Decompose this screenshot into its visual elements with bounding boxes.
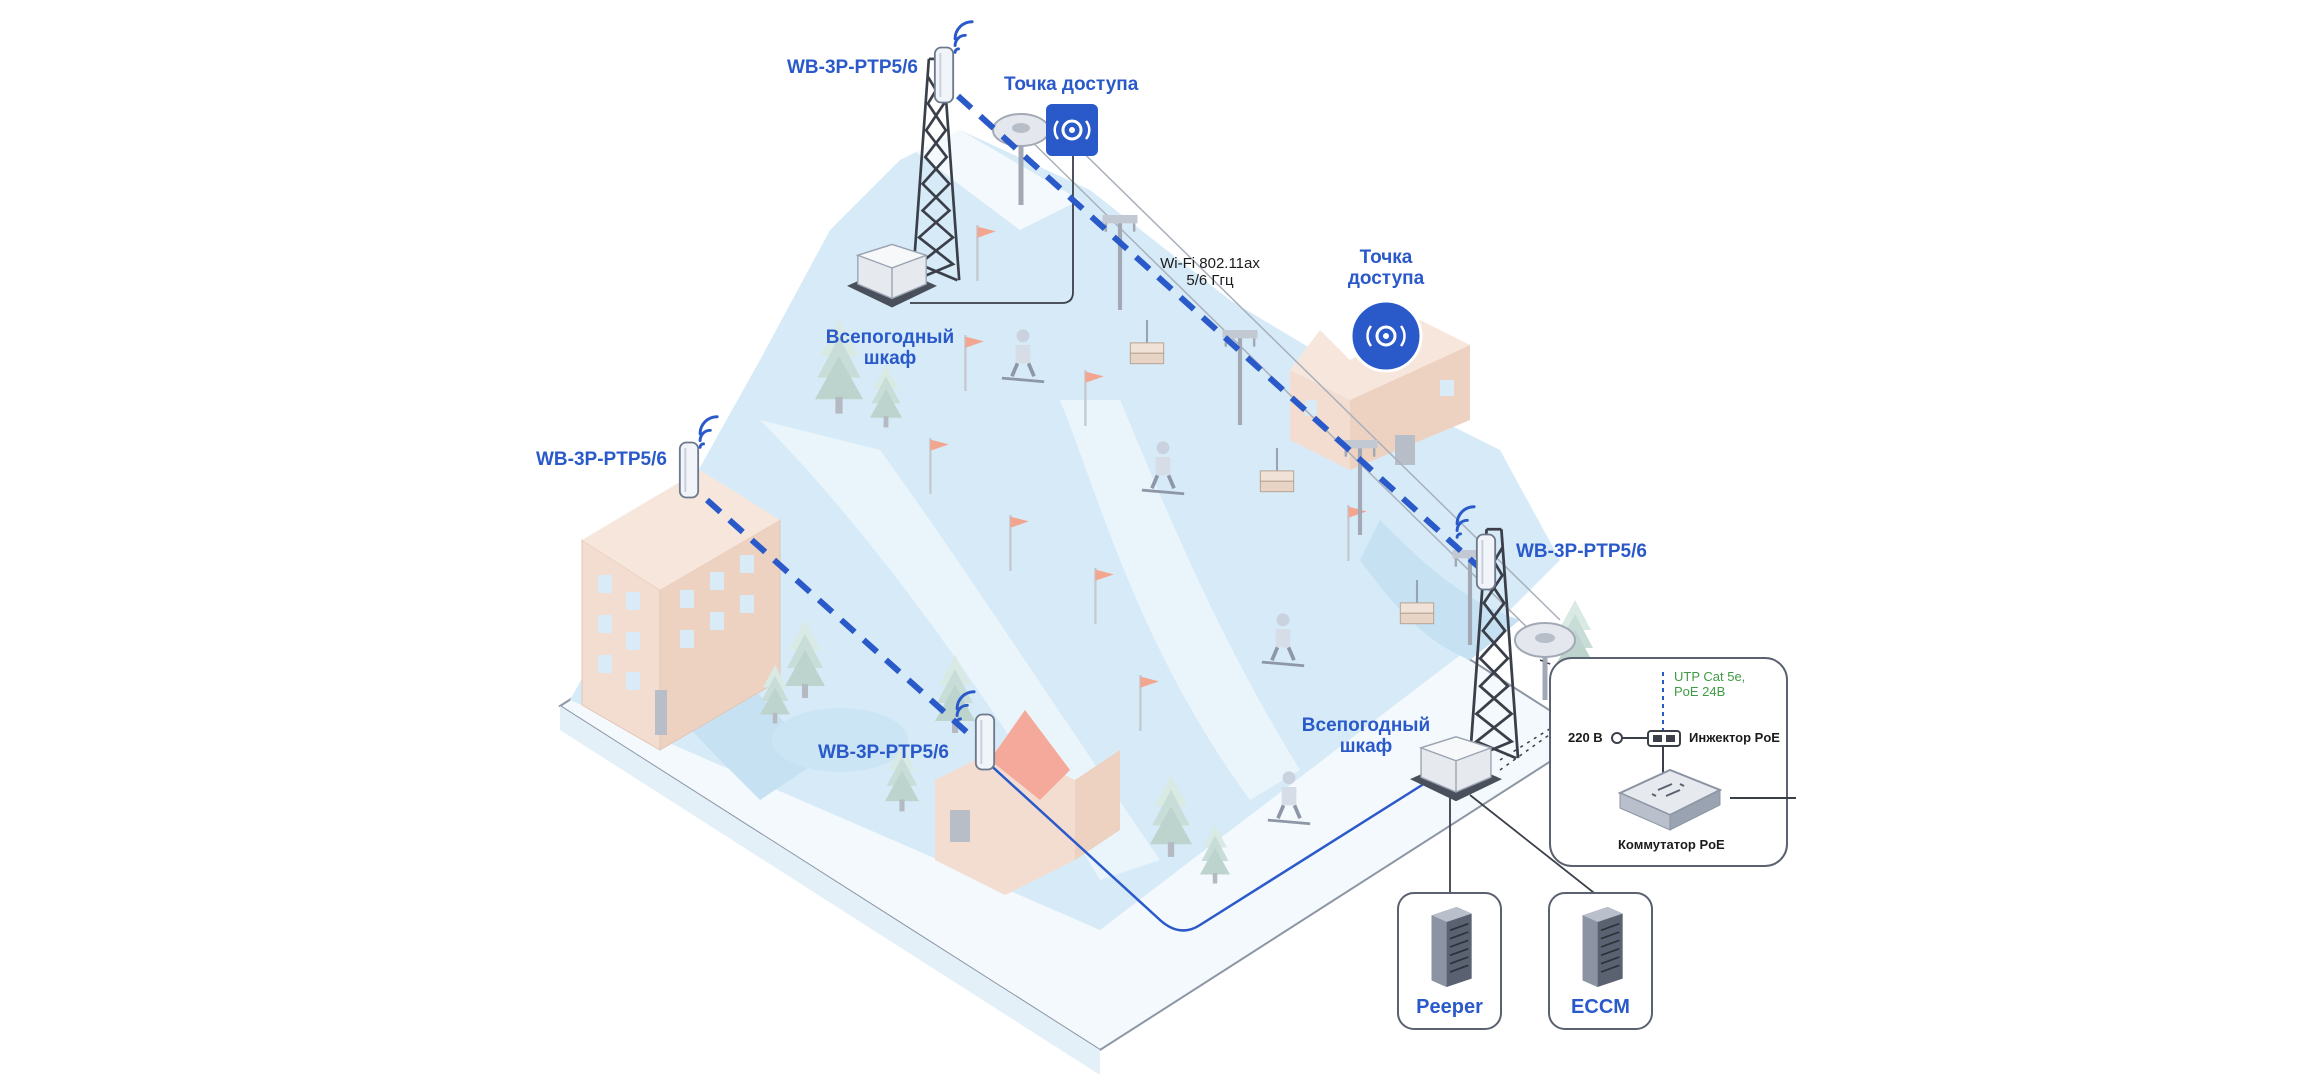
wifi-signal-icon — [953, 20, 974, 54]
ptp-radio-icon — [1475, 533, 1497, 591]
cable-spec-line1: UTP Cat 5e, — [1674, 669, 1746, 684]
wifi-standard-label: Wi-Fi 802.11ax 5/6 Ггц — [1150, 255, 1270, 290]
access-point-label-right: Точка доступа — [1336, 247, 1436, 290]
access-point-line2: доступа — [1347, 268, 1425, 290]
lodge-building — [935, 710, 1120, 895]
poe-switch-icon — [1617, 768, 1723, 831]
dish-antennas — [992, 113, 1576, 700]
access-point-label-top: Точка доступа — [1004, 74, 1139, 95]
apartment-building — [581, 470, 781, 751]
ptp-radio-icon — [933, 46, 955, 104]
wifi-band-line2: 5/6 Ггц — [1186, 271, 1234, 289]
server-icon — [1581, 906, 1624, 988]
access-point-line1: Точка — [1359, 247, 1413, 268]
cable-spec-line2: PoE 24В — [1674, 683, 1726, 699]
cabinet-bottom-line1: Всепогодный — [1301, 715, 1431, 736]
ptp-radio-icon — [678, 441, 700, 499]
voltage-label: 220 В — [1568, 730, 1603, 745]
cabinet-label-bottom: Всепогодный шкаф — [1296, 715, 1436, 758]
cabinet-label-top: Всепогодный шкаф — [820, 327, 960, 370]
injector-label: Инжектор PoE — [1689, 730, 1780, 745]
server-icon — [1430, 906, 1473, 988]
server-label-peeper: Peeper — [1416, 996, 1483, 1018]
poe-injector-icon — [1647, 730, 1681, 747]
equipment-box — [1549, 657, 1796, 867]
access-point-icon — [1349, 299, 1423, 373]
cabinet-top-line1: Всепогодный — [825, 327, 955, 348]
device-label-bottom: WB-3P-PTP5/6 — [818, 742, 949, 763]
wifi-standard-line1: Wi-Fi 802.11ax — [1160, 255, 1260, 272]
cabinet-bottom-line2: шкаф — [1339, 736, 1393, 758]
cable-spec-label: UTP Cat 5e, PoE 24В — [1674, 669, 1746, 699]
device-label-left: WB-3P-PTP5/6 — [536, 449, 667, 470]
switch-label: Коммутатор PoE — [1618, 837, 1725, 852]
access-point-icon — [1046, 104, 1098, 156]
server-label-eccm: ECCM — [1571, 996, 1630, 1018]
pond — [772, 708, 908, 772]
cabinet-top-line2: шкаф — [863, 348, 917, 370]
ptp-radio-icon — [974, 713, 996, 771]
device-label-right: WB-3P-PTP5/6 — [1516, 541, 1647, 562]
device-label-top: WB-3P-PTP5/6 — [787, 57, 918, 78]
